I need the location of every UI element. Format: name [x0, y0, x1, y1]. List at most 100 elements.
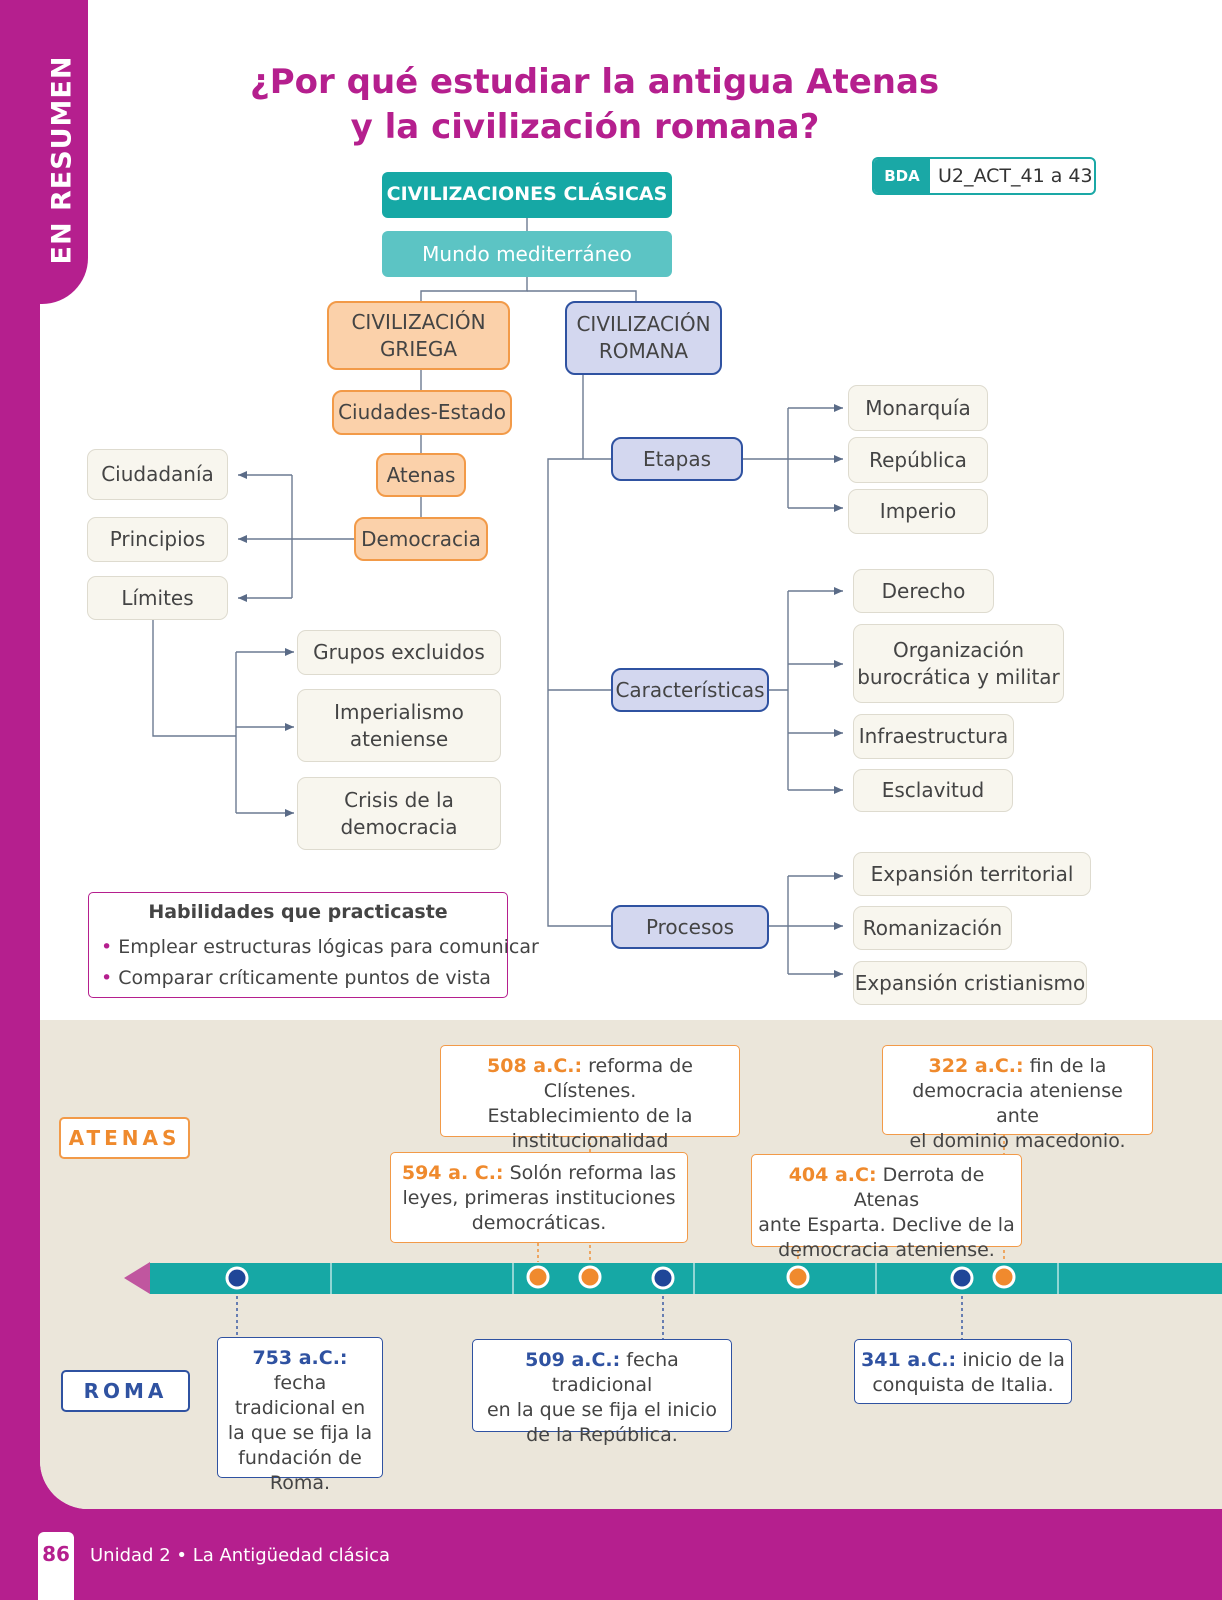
event-text: tradicional en: [234, 1397, 366, 1419]
bullet-icon: •: [101, 936, 113, 958]
event-text: fundación de: [238, 1447, 362, 1469]
event-text: en la que se fija el inicio: [486, 1399, 718, 1421]
timeline-dot-atenas: [526, 1265, 550, 1289]
side-tab: [0, 0, 88, 304]
atenas-label: ATENAS: [59, 1117, 190, 1159]
ciudadania-node: Ciudadanía: [87, 449, 228, 500]
skill-item: •Emplear estructuras lógicas para comuni…: [101, 932, 539, 963]
proceso-item: Expansión territorial: [853, 852, 1091, 896]
proceso-item: Expansión cristianismo: [853, 961, 1087, 1005]
event-322: 322 a.C.: fin de la democracia ateniense…: [882, 1045, 1153, 1152]
event-text: Establecimiento de la: [487, 1105, 693, 1127]
etapa-item: Monarquía: [848, 385, 988, 431]
skill-text: Comparar críticamente puntos de vista: [118, 967, 491, 989]
event-year: 508 a.C.:: [487, 1055, 583, 1077]
event-text: democracia ateniense ante: [912, 1080, 1123, 1127]
limit-item: Imperialismo ateniense: [297, 689, 501, 762]
bullet-icon: •: [101, 967, 113, 989]
roman-title-l2: ROMANA: [598, 339, 689, 363]
ciudades-estado: Ciudades-Estado: [332, 390, 512, 435]
event-text: fin de la: [1023, 1055, 1107, 1077]
event-text: democráticas.: [471, 1212, 607, 1234]
caracteristica-item: Organización burocrática y militar: [853, 624, 1064, 703]
caracteristica-item: Infraestructura: [853, 714, 1014, 759]
limit-item-l1: Imperialismo: [334, 699, 464, 724]
timeline-dot-atenas: [578, 1265, 602, 1289]
democracia-node: Democracia: [354, 517, 488, 561]
roman-civilization: CIVILIZACIÓN ROMANA: [565, 301, 722, 375]
timeline-dot-roma: [651, 1266, 675, 1290]
limit-item-l1: Grupos excluidos: [313, 640, 485, 664]
event-text: el dominio macedonio.: [909, 1130, 1126, 1152]
bda-badge[interactable]: BDA U2_ACT_41 a 43: [872, 157, 1096, 195]
skill-text: Emplear estructuras lógicas para comunic…: [118, 936, 539, 958]
event-year: 509 a.C.:: [525, 1349, 621, 1371]
atenas-node: Atenas: [376, 453, 466, 497]
event-text: ante Esparta. Declive de la: [758, 1214, 1015, 1236]
event-year: 594 a. C.:: [401, 1162, 504, 1184]
event-594: 594 a. C.: Solón reforma las leyes, prim…: [390, 1152, 688, 1243]
event-753: 753 a.C.: fecha tradicional en la que se…: [217, 1337, 383, 1494]
timeline-dot-atenas: [992, 1265, 1016, 1289]
etapa-item: Imperio: [848, 489, 988, 534]
event-508: 508 a.C.: reforma de Clístenes. Establec…: [440, 1045, 740, 1177]
skill-item: •Comparar críticamente puntos de vista: [101, 963, 495, 994]
limit-item-l2: democracia: [340, 814, 458, 839]
caracteristica-l1: Derecho: [881, 578, 966, 603]
page-title: ¿Por qué estudiar la antigua Atenas y la…: [250, 60, 940, 150]
timeline-arrow-icon: [124, 1262, 150, 1294]
roman-title-l1: CIVILIZACIÓN: [576, 312, 711, 336]
event-text: democracia ateniense.: [778, 1239, 995, 1261]
event-text: de la República.: [526, 1424, 678, 1446]
event-text: Solón reforma las: [503, 1162, 677, 1184]
event-341: 341 a.C.: inicio de la conquista de Ital…: [854, 1339, 1072, 1404]
roma-label: ROMA: [61, 1370, 190, 1412]
event-text: conquista de Italia.: [872, 1374, 1054, 1396]
map-sub: Mundo mediterráneo: [382, 231, 672, 277]
event-year: 753 a.C.:: [252, 1347, 348, 1369]
caracteristica-l1: Organización: [892, 637, 1024, 662]
bda-code: U2_ACT_41 a 43: [938, 165, 1093, 187]
event-404: 404 a.C: Derrota de Atenas ante Esparta.…: [751, 1154, 1022, 1261]
title-line-1: ¿Por qué estudiar la antigua Atenas: [250, 62, 940, 102]
event-509: 509 a.C.: fecha tradicional en la que se…: [472, 1339, 732, 1446]
event-year: 341 a.C.:: [861, 1349, 957, 1371]
skills-box: Habilidades que practicaste •Emplear est…: [88, 892, 539, 998]
caracteristicas-node: Características: [611, 668, 769, 712]
limit-item: Crisis de la democracia: [297, 777, 501, 850]
bda-tag: BDA: [874, 159, 930, 193]
limit-item: Grupos excluidos: [297, 630, 501, 675]
event-text: fecha: [273, 1372, 327, 1394]
proceso-item: Romanización: [853, 906, 1012, 950]
page-number: 86: [38, 1532, 74, 1600]
greek-title-l1: CIVILIZACIÓN: [351, 309, 486, 334]
limites-node: Límites: [87, 576, 228, 620]
limit-item-l2: ateniense: [349, 726, 449, 751]
event-text: reforma de Clístenes.: [543, 1055, 693, 1102]
timeline-dot-roma: [950, 1266, 974, 1290]
event-year: 404 a.C:: [788, 1164, 877, 1186]
event-text: leyes, primeras instituciones: [402, 1187, 676, 1209]
greek-civilization: CIVILIZACIÓN GRIEGA: [327, 301, 510, 370]
skills-title: Habilidades que practicaste: [148, 901, 448, 923]
principios-node: Principios: [87, 517, 228, 562]
side-tab-label: EN RESUMEN: [46, 55, 78, 265]
caracteristica-l1: Infraestructura: [858, 724, 1009, 748]
event-year: 322 a.C.:: [928, 1055, 1024, 1077]
etapas-node: Etapas: [611, 437, 743, 481]
limit-item-l1: Crisis de la: [344, 787, 454, 812]
event-text: Derrota de Atenas: [853, 1164, 985, 1211]
event-text: fecha tradicional: [551, 1349, 679, 1396]
greek-title-l2: GRIEGA: [379, 336, 458, 361]
caracteristica-item: Derecho: [853, 569, 994, 613]
event-text: Roma.: [269, 1472, 331, 1494]
caracteristica-l2: burocrática y militar: [857, 664, 1060, 689]
timeline-dot-atenas: [786, 1265, 810, 1289]
title-line-2: y la civilización romana?: [350, 107, 820, 147]
event-text: inicio de la: [956, 1349, 1065, 1371]
map-root: CIVILIZACIONES CLÁSICAS: [382, 172, 672, 218]
timeline-bar: [150, 1263, 1222, 1294]
concept-map-connectors: [152, 218, 843, 978]
etapa-item: República: [848, 437, 988, 483]
